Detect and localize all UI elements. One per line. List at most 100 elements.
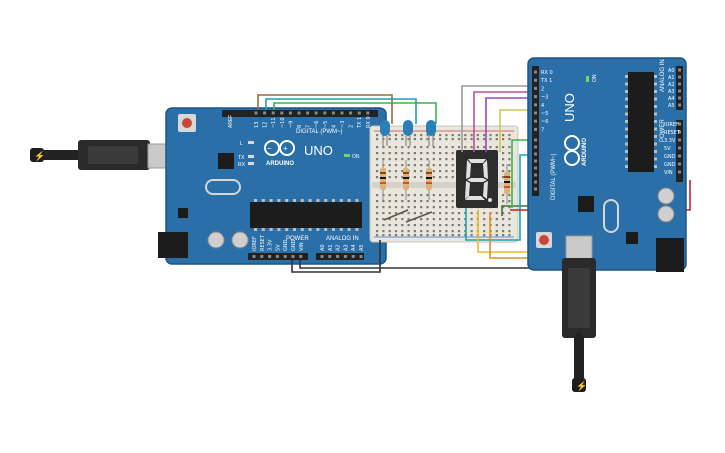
header-pin[interactable] [299,255,303,258]
breadboard-hole[interactable] [388,164,391,167]
breadboard-hole[interactable] [445,152,448,155]
header-pin[interactable] [678,162,681,166]
breadboard-hole[interactable] [439,146,442,149]
breadboard-hole[interactable] [394,206,398,209]
breadboard-hole[interactable] [394,146,398,149]
breadboard-hole[interactable] [457,134,461,137]
breadboard-hole[interactable] [495,212,498,215]
breadboard-hole[interactable] [376,146,379,149]
breadboard-hole[interactable] [439,234,442,237]
breadboard-hole[interactable] [394,152,398,155]
power-jack[interactable] [656,238,684,272]
breadboard-hole[interactable] [407,212,410,215]
header-pin[interactable] [340,111,344,115]
breadboard-hole[interactable] [451,170,454,173]
header-pin[interactable] [268,255,272,258]
breadboard-hole[interactable] [451,134,454,137]
breadboard-hole[interactable] [502,164,505,167]
breadboard-hole[interactable] [451,200,454,203]
breadboard-hole[interactable] [451,176,454,179]
breadboard-hole[interactable] [413,146,416,149]
breadboard-hole[interactable] [407,164,410,167]
breadboard-hole[interactable] [508,230,511,233]
breadboard-hole[interactable] [426,224,429,227]
breadboard-hole[interactable] [394,234,398,237]
breadboard-hole[interactable] [432,218,435,221]
header-pin[interactable] [366,111,370,115]
breadboard-hole[interactable] [439,134,442,137]
resistor-3[interactable] [426,160,432,200]
breadboard-hole[interactable] [457,212,461,215]
breadboard-hole[interactable] [495,230,498,233]
breadboard-hole[interactable] [470,224,473,227]
breadboard-hole[interactable] [508,234,511,237]
breadboard-hole[interactable] [401,206,404,209]
header-pin[interactable] [260,255,264,258]
breadboard-hole[interactable] [382,206,385,209]
breadboard-hole[interactable] [394,158,398,161]
breadboard-hole[interactable] [464,146,467,149]
breadboard-hole[interactable] [388,206,391,209]
breadboard-hole[interactable] [413,212,416,215]
header-pin[interactable] [534,86,537,90]
header-pin[interactable] [534,127,537,131]
header-pin[interactable] [291,255,295,258]
breadboard-hole[interactable] [413,152,416,155]
breadboard-hole[interactable] [420,234,423,237]
breadboard-hole[interactable] [382,224,385,227]
breadboard-hole[interactable] [401,164,404,167]
header-pin[interactable] [343,255,347,258]
breadboard-hole[interactable] [508,218,511,221]
breadboard-hole[interactable] [439,164,442,167]
usb-cable-left[interactable]: ⚡ [30,140,173,170]
header-pin[interactable] [349,111,353,115]
breadboard-hole[interactable] [376,194,379,197]
breadboard-hole[interactable] [401,158,404,161]
breadboard-hole[interactable] [432,146,435,149]
breadboard-hole[interactable] [451,164,454,167]
arduino-uno-right[interactable]: RX 0TX 12~34~5~67 DIGITAL (PWM~) ON UNO … [527,57,687,272]
breadboard-hole[interactable] [376,134,379,137]
breadboard-hole[interactable] [495,138,498,141]
breadboard-hole[interactable] [413,230,416,233]
header-pin[interactable] [678,89,681,93]
breadboard-hole[interactable] [457,138,461,141]
breadboard-hole[interactable] [376,212,379,215]
led-1[interactable] [380,120,390,146]
breadboard-hole[interactable] [457,234,461,237]
breadboard-hole[interactable] [413,206,416,209]
breadboard-hole[interactable] [388,170,391,173]
breadboard-hole[interactable] [413,138,416,141]
breadboard-hole[interactable] [426,134,429,137]
breadboard-hole[interactable] [420,224,423,227]
breadboard-hole[interactable] [451,206,454,209]
breadboard-hole[interactable] [508,164,511,167]
breadboard-hole[interactable] [476,138,479,141]
breadboard-hole[interactable] [420,218,423,221]
breadboard-hole[interactable] [394,134,398,137]
header-pin[interactable] [534,159,537,163]
breadboard-hole[interactable] [439,200,442,203]
breadboard-hole[interactable] [382,158,385,161]
breadboard-hole[interactable] [432,176,435,179]
breadboard-hole[interactable] [508,224,511,227]
breadboard-hole[interactable] [432,212,435,215]
header-pin[interactable] [534,111,537,115]
breadboard-hole[interactable] [432,138,435,141]
breadboard-hole[interactable] [420,158,423,161]
breadboard-hole[interactable] [439,212,442,215]
breadboard-hole[interactable] [445,230,448,233]
breadboard-hole[interactable] [502,224,505,227]
header-pin[interactable] [288,111,292,115]
breadboard-hole[interactable] [388,176,391,179]
breadboard-hole[interactable] [388,224,391,227]
breadboard-hole[interactable] [445,224,448,227]
header-pin[interactable] [336,255,340,258]
header-pin[interactable] [280,111,284,115]
breadboard-hole[interactable] [445,146,448,149]
breadboard-hole[interactable] [502,138,505,141]
breadboard-hole[interactable] [376,170,379,173]
breadboard-hole[interactable] [457,218,461,221]
breadboard-hole[interactable] [376,158,379,161]
resistor-4[interactable] [504,164,510,204]
